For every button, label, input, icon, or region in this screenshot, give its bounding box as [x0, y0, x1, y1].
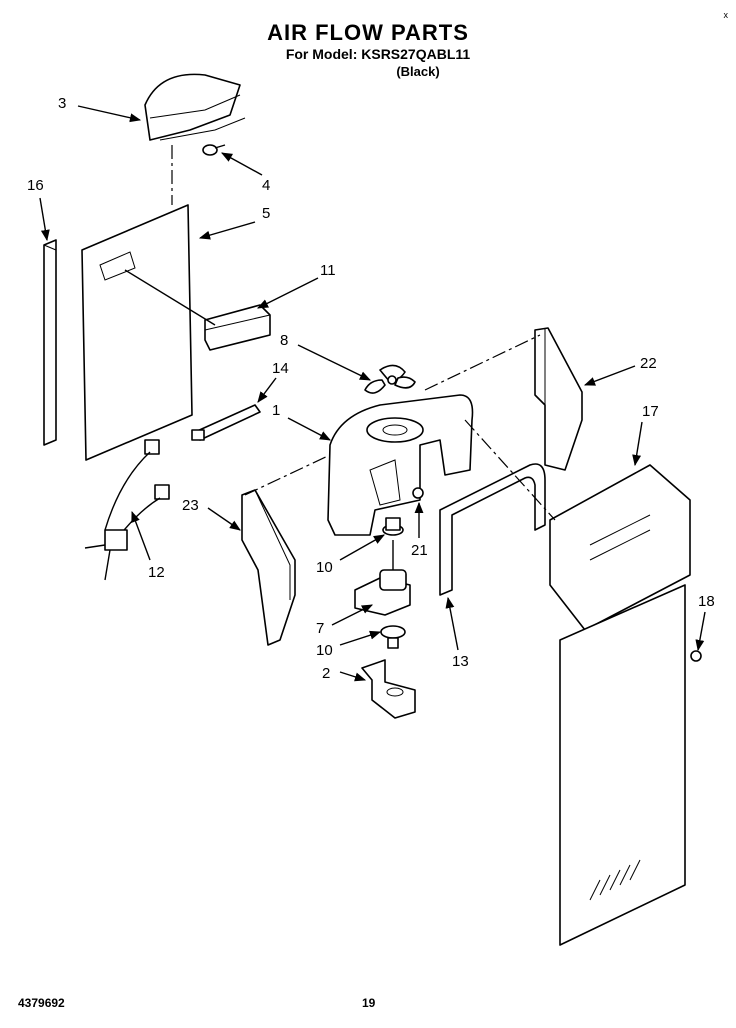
- page-number: 19: [362, 996, 376, 1010]
- part-8-fan-blade: [364, 364, 416, 394]
- callout-10-upper: 10: [316, 559, 333, 576]
- part-10-grommet-lower: [380, 625, 406, 649]
- assembly-line: [464, 419, 556, 521]
- color-variant: (Black): [396, 64, 440, 79]
- callout-10-lower: 10: [316, 642, 333, 659]
- part-18-screw: [690, 650, 702, 662]
- callout-17: 17: [642, 403, 659, 420]
- callout-16: 16: [27, 177, 44, 194]
- part-1-fan-shroud: [327, 394, 474, 536]
- part-13-duct-seal: [439, 463, 546, 596]
- callout-4: 4: [262, 177, 270, 194]
- part-4-screw: [202, 144, 226, 156]
- callout-12: 12: [148, 564, 165, 581]
- part-5-evaporator-cover: [81, 204, 193, 461]
- part-16-foam-strip: [43, 239, 57, 446]
- model-line: For Model: KSRS27QABL11: [285, 46, 471, 62]
- part-23-side-panel: [241, 489, 296, 646]
- assembly-line: [244, 454, 331, 496]
- callout-22: 22: [640, 355, 657, 372]
- part-3-duct-cap: [144, 73, 246, 205]
- callout-8: 8: [280, 332, 288, 349]
- part-10-grommet-upper: [382, 517, 404, 536]
- part-2-motor-bracket: [361, 659, 416, 719]
- part-22-side-panel: [534, 327, 583, 471]
- page-title: AIR FLOW PARTS: [267, 20, 469, 45]
- part-21-screw: [412, 487, 424, 499]
- callout-7: 7: [316, 620, 324, 637]
- callout-11: 11: [320, 262, 336, 279]
- callout-13: 13: [452, 653, 469, 670]
- callout-23: 23: [182, 497, 199, 514]
- part-7-fan-motor: [354, 540, 411, 616]
- part-14-defrost-sensor: [191, 404, 261, 441]
- part-12-wire-harness: [84, 439, 170, 581]
- callout-3: 3: [58, 95, 66, 112]
- callout-1: 1: [272, 402, 280, 419]
- callout-5: 5: [262, 205, 270, 222]
- corner-mark: x: [723, 10, 729, 20]
- callout-18: 18: [698, 593, 715, 610]
- part-11-control-housing: [124, 269, 271, 351]
- assembly-line: [424, 334, 541, 391]
- callout-21: 21: [411, 542, 428, 559]
- callout-2: 2: [322, 665, 330, 682]
- part-17-duct-cover: [549, 464, 691, 946]
- callout-14: 14: [272, 360, 289, 377]
- document-number: 4379692: [18, 996, 65, 1010]
- leader-lines: [39, 105, 706, 682]
